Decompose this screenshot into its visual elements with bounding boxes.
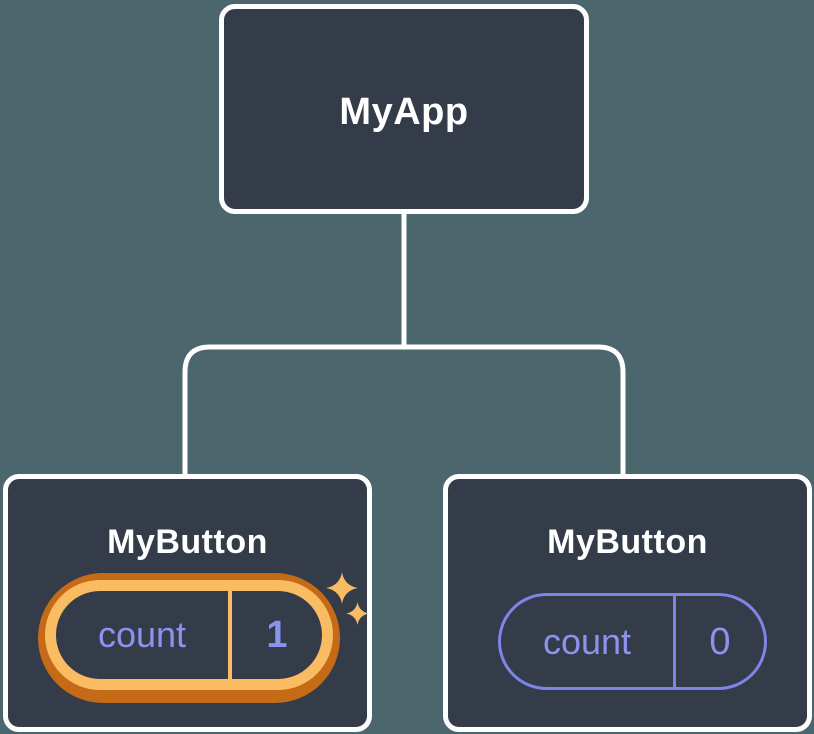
sparkle-icon (326, 572, 370, 626)
state-value-cell: 0 (676, 596, 764, 687)
state-pill: count 0 (498, 593, 767, 690)
node-myapp: MyApp (219, 4, 589, 214)
connector-branch-to-children (182, 344, 626, 478)
state-value: 0 (709, 620, 731, 663)
node-mybutton-clicked: MyButton count 1 (3, 474, 372, 732)
state-name-cell: count (501, 596, 673, 687)
state-divider (673, 596, 676, 687)
state-value-cell: 1 (232, 591, 322, 679)
component-name-label: MyApp (339, 91, 469, 133)
component-name-label: MyButton (547, 523, 708, 561)
state-pill-highlighted: count 1 (38, 573, 340, 703)
state-pill-body: count 1 (56, 591, 322, 679)
state-divider (228, 591, 232, 679)
component-name-label: MyButton (107, 523, 268, 561)
state-name-label: count (542, 620, 632, 662)
state-name-label: count (97, 614, 187, 655)
state-pill-highlight-ring: count 1 (45, 580, 333, 690)
state-name-cell: count (56, 591, 228, 679)
node-mybutton-default: MyButton count 0 (443, 474, 812, 732)
state-value: 1 (266, 614, 288, 656)
